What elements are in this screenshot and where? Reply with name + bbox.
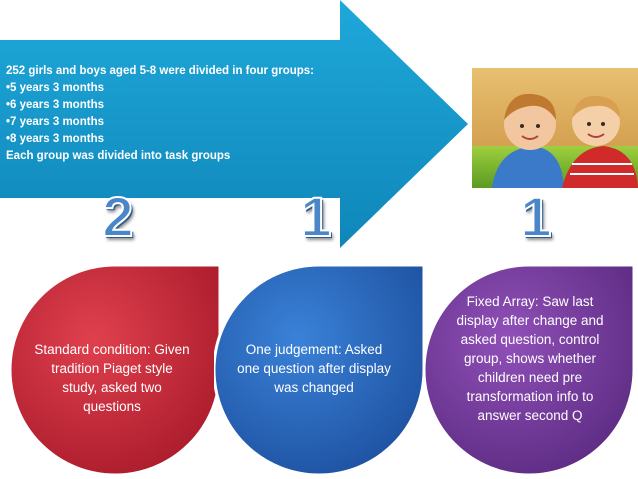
children-photo bbox=[472, 68, 638, 188]
group-item: •7 years 3 months bbox=[6, 114, 346, 131]
intro-text: 252 girls and boys aged 5-8 were divided… bbox=[6, 63, 346, 165]
group-item: •8 years 3 months bbox=[6, 131, 346, 148]
number-1: 2 bbox=[88, 185, 148, 249]
group-item: •6 years 3 months bbox=[6, 97, 346, 114]
condition-text-one-judgement: One judgement: Asked one question after … bbox=[234, 340, 394, 397]
number-2: 1 bbox=[286, 185, 346, 249]
intro-footer: Each group was divided into task groups bbox=[6, 148, 346, 165]
group-item: •5 years 3 months bbox=[6, 80, 346, 97]
condition-text-standard: Standard condition: Given tradition Piag… bbox=[32, 340, 192, 416]
intro-heading: 252 girls and boys aged 5-8 were divided… bbox=[6, 63, 346, 80]
condition-text-fixed-array: Fixed Array: Saw last display after chan… bbox=[450, 292, 610, 425]
number-3: 1 bbox=[506, 185, 566, 249]
